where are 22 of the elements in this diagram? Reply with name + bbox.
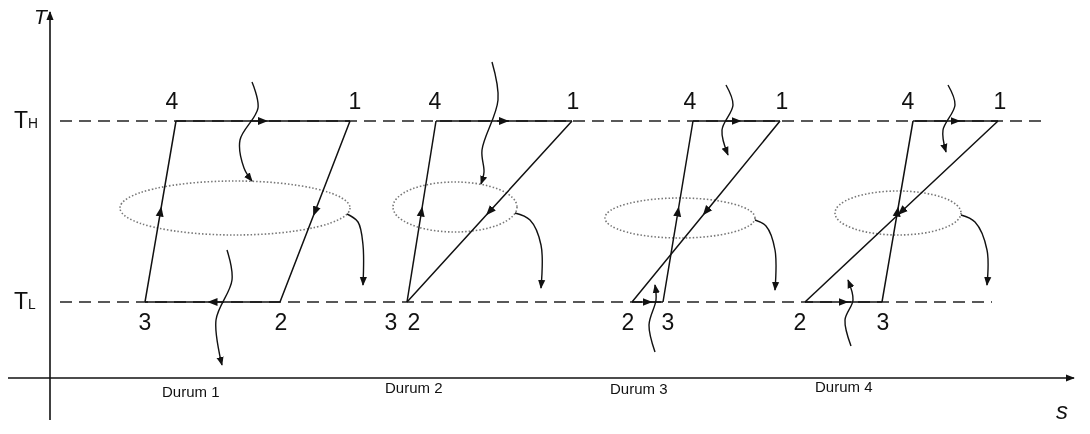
- state-point-number: 2: [793, 310, 807, 335]
- state-point-number: 1: [775, 89, 789, 114]
- state-point-number: 3: [138, 310, 152, 335]
- case-label: Durum 3: [610, 381, 668, 397]
- case-label: Durum 1: [162, 384, 220, 400]
- state-point-number: 2: [274, 310, 288, 335]
- state-point-number: 4: [901, 89, 915, 114]
- case-label: Durum 2: [385, 380, 443, 396]
- axis-label: s: [1056, 398, 1068, 424]
- state-point-number: 2: [621, 310, 635, 335]
- state-point-number: 1: [566, 89, 580, 114]
- state-point-number: 4: [165, 89, 179, 114]
- state-point-number: 1: [993, 89, 1007, 114]
- state-point-number: 3: [384, 310, 398, 335]
- state-point-number: 3: [876, 310, 890, 335]
- state-point-number: 3: [661, 310, 675, 335]
- axis-label: T: [34, 6, 47, 29]
- state-point-number: 2: [407, 310, 421, 335]
- state-point-number: 4: [428, 89, 442, 114]
- state-point-number: 1: [348, 89, 362, 114]
- case-label: Durum 4: [815, 379, 873, 395]
- state-point-number: 4: [683, 89, 697, 114]
